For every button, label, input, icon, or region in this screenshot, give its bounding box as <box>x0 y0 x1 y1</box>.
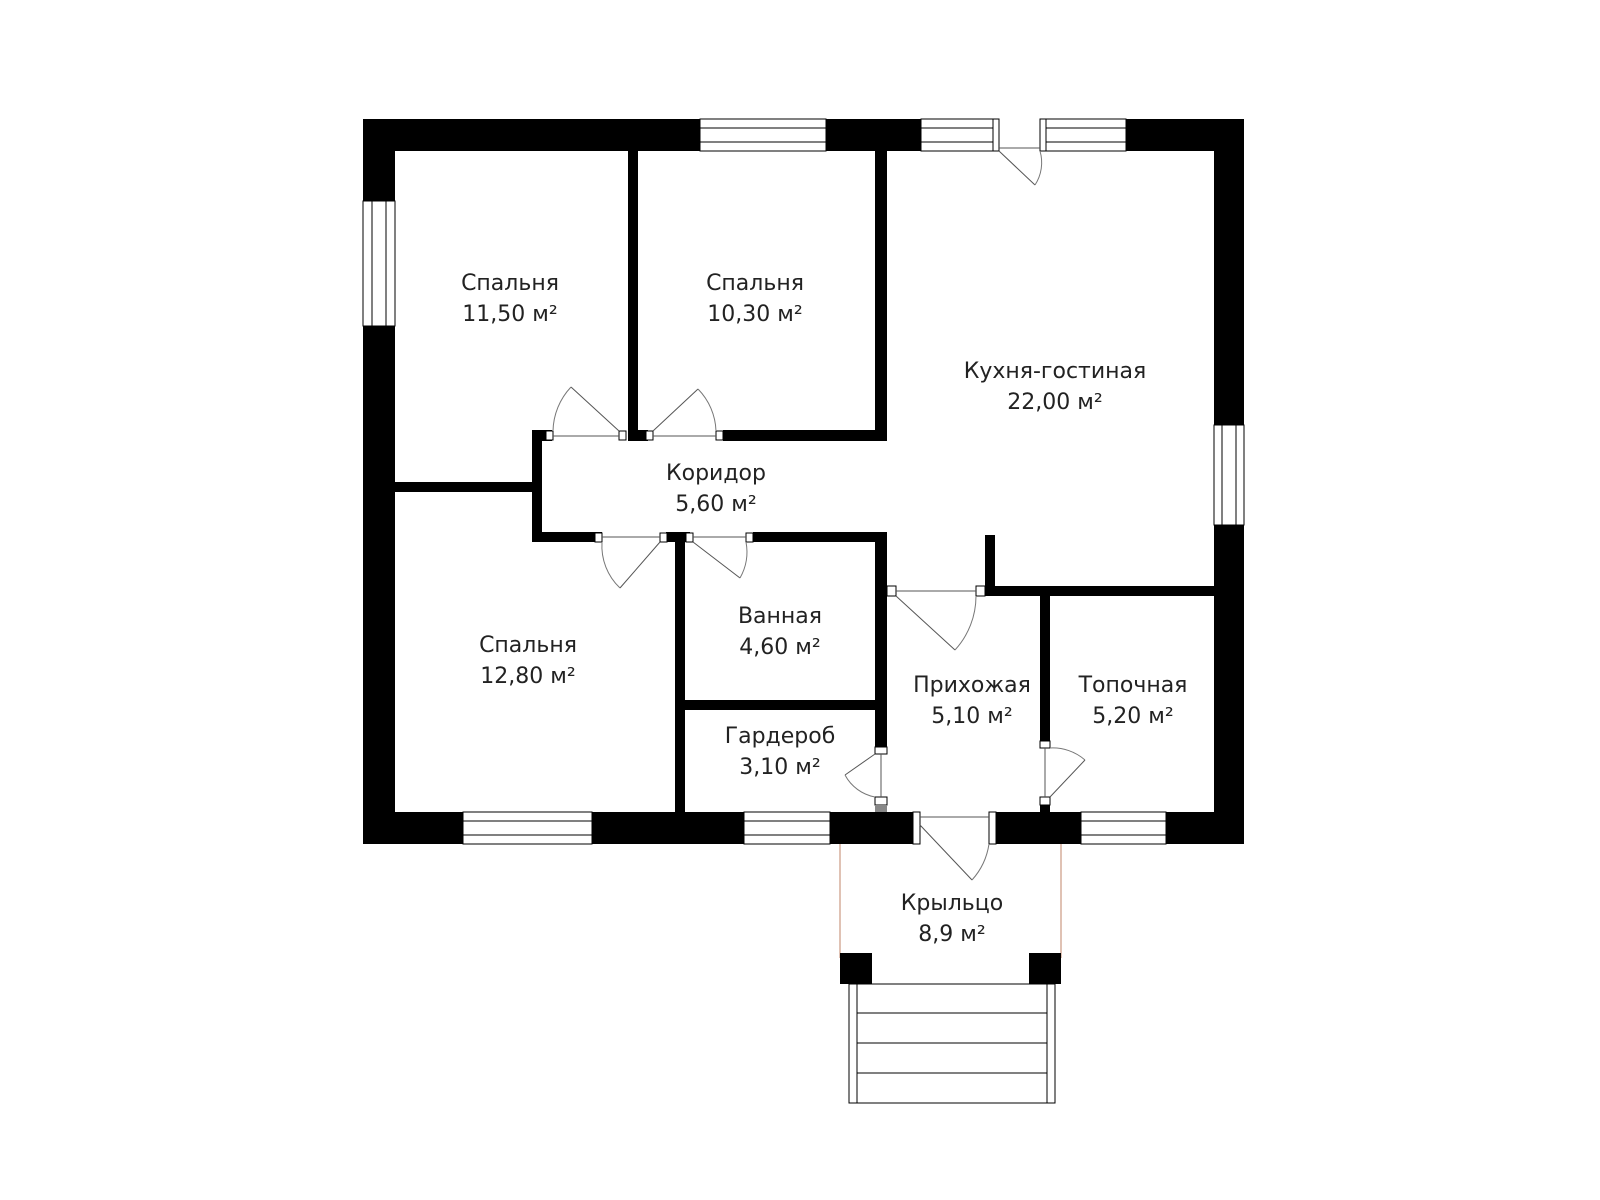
wall-bed3-bath <box>675 542 685 812</box>
window-bottom-2 <box>743 811 831 845</box>
room-name-hallway: Прихожая <box>913 673 1031 698</box>
room-area-porch: 8,9 м² <box>918 922 985 947</box>
wall-corridor-bottom-1 <box>532 532 602 542</box>
window-left <box>362 200 396 327</box>
door-boiler <box>1039 740 1086 812</box>
window-right <box>1213 424 1245 526</box>
window-top-2 <box>920 118 1000 152</box>
wall-corridor-top-mid <box>628 430 648 441</box>
room-name-bathroom: Ванная <box>738 604 822 629</box>
wall-kitchen-stub <box>985 535 995 592</box>
room-area-bedroom-2: 10,30 м² <box>707 302 802 327</box>
room-name-bedroom-1: Спальня <box>461 271 559 296</box>
window-bottom-3 <box>1080 811 1167 845</box>
window-bottom-1 <box>462 811 593 845</box>
room-area-bedroom-3: 12,80 м² <box>480 664 575 689</box>
wall-left-2 <box>363 326 395 844</box>
wall-bed2-bottom <box>723 430 887 441</box>
room-name-corridor: Коридор <box>666 461 766 486</box>
wall-bath-wardrobe <box>685 700 875 710</box>
room-labels: Спальня 11,50 м² Спальня 10,30 м² Кухня-… <box>461 271 1187 947</box>
wall-bed1-bed3 <box>395 482 532 492</box>
room-area-boiler-room: 5,20 м² <box>1092 704 1173 729</box>
room-area-kitchen-living: 22,00 м² <box>1007 390 1102 415</box>
wall-bed1-bed2 <box>628 151 638 430</box>
door-bedroom-1 <box>545 386 627 441</box>
window-top-3 <box>1045 118 1127 152</box>
porch <box>839 844 1062 1104</box>
porch-post-left <box>840 953 872 984</box>
wall-bed2-right <box>875 151 887 441</box>
wall-bottom-5 <box>1166 812 1244 844</box>
room-area-wardrobe: 3,10 м² <box>739 755 820 780</box>
room-area-hallway: 5,10 м² <box>931 704 1012 729</box>
wall-bottom-4 <box>996 812 1081 844</box>
room-area-bathroom: 4,60 м² <box>739 635 820 660</box>
room-name-boiler-room: Топочная <box>1078 673 1188 698</box>
wall-bottom-1 <box>363 812 463 844</box>
wall-bottom-2 <box>592 812 744 844</box>
windows <box>362 118 1245 845</box>
wall-right-2 <box>1214 525 1244 844</box>
door-hall-kitchen <box>886 585 986 651</box>
room-name-bedroom-2: Спальня <box>706 271 804 296</box>
door-top-entry <box>992 118 1047 186</box>
wall-left-1 <box>363 119 395 201</box>
door-wardrobe <box>844 746 888 812</box>
door-bedroom-3 <box>594 532 668 589</box>
wall-corridor-left <box>532 430 542 542</box>
wall-top-1 <box>363 119 700 151</box>
door-bathroom <box>685 532 754 579</box>
wall-bath-right <box>875 532 887 747</box>
wall-corridor-bottom-3 <box>753 532 887 542</box>
outer-walls <box>363 119 1244 844</box>
wall-kitchen-bottom <box>985 586 1214 596</box>
window-top-1 <box>699 118 827 152</box>
wall-corridor-bottom-2 <box>666 532 690 542</box>
doors <box>545 118 1086 881</box>
wall-right-1 <box>1214 119 1244 425</box>
room-name-bedroom-3: Спальня <box>479 633 577 658</box>
room-name-porch: Крыльцо <box>901 891 1003 916</box>
door-bedroom-2 <box>645 388 724 441</box>
room-area-corridor: 5,60 м² <box>675 492 756 517</box>
room-name-kitchen-living: Кухня-гостиная <box>964 359 1147 384</box>
wall-hall-boiler <box>1040 596 1050 741</box>
wall-top-2 <box>826 119 921 151</box>
room-area-bedroom-1: 11,50 м² <box>462 302 557 327</box>
door-entrance <box>912 811 997 881</box>
wall-bottom-3 <box>830 812 913 844</box>
interior-walls <box>395 151 1214 812</box>
room-name-wardrobe: Гардероб <box>725 724 836 749</box>
porch-post-right <box>1029 953 1061 984</box>
